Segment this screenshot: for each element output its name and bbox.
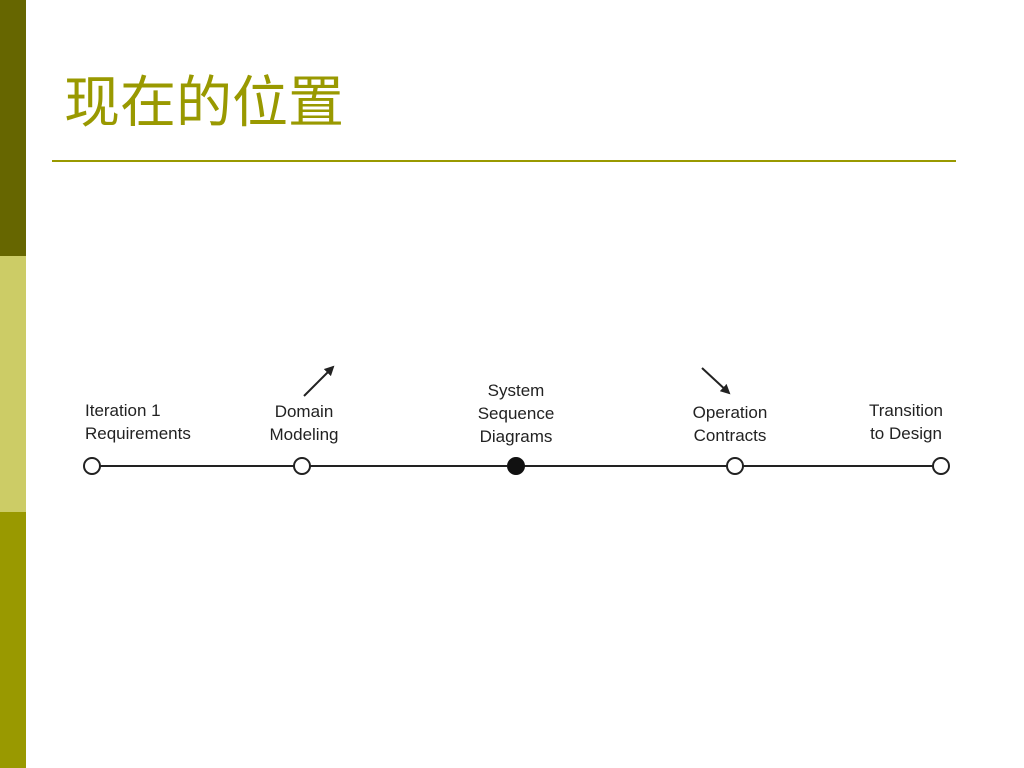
stage-node-operation-contracts [726,457,744,475]
stage-label-domain-modeling: Domain Modeling [265,400,343,446]
stage-node-iteration-requirements [83,457,101,475]
stage-label-line: Operation [692,403,768,422]
stage-label-line: Contracts [693,426,767,445]
stage-label-iteration-requirements: Iteration 1 Requirements [85,399,191,445]
arrow-down-right-icon [701,367,731,395]
stage-node-domain-modeling [293,457,311,475]
stage-label-system-sequence-diagrams: System Sequence Diagrams [466,379,566,448]
stage-label-line: System [487,381,545,400]
stage-label-line: Modeling [269,425,339,444]
stage-label-line: Domain [274,402,334,421]
stage-label-line: Iteration 1 [85,401,161,420]
title-underline [52,160,956,162]
stage-label-line: Diagrams [479,427,553,446]
stage-label-operation-contracts: Operation Contracts [686,401,774,447]
accent-bar-middle [0,256,26,512]
accent-bar-bottom [0,512,26,768]
slide-title: 现在的位置 [64,71,344,136]
accent-bar-top [0,0,26,256]
stage-label-line: Transition [868,401,943,420]
stage-label-line: Requirements [85,424,191,443]
stage-node-transition-to-design [932,457,950,475]
stage-node-system-sequence-diagrams-current [507,457,525,475]
arrow-up-right-icon [303,365,335,397]
stage-label-line: Sequence [477,404,555,423]
stage-label-line: to Design [870,424,942,443]
stage-label-transition-to-design: Transition to Design [862,399,950,445]
